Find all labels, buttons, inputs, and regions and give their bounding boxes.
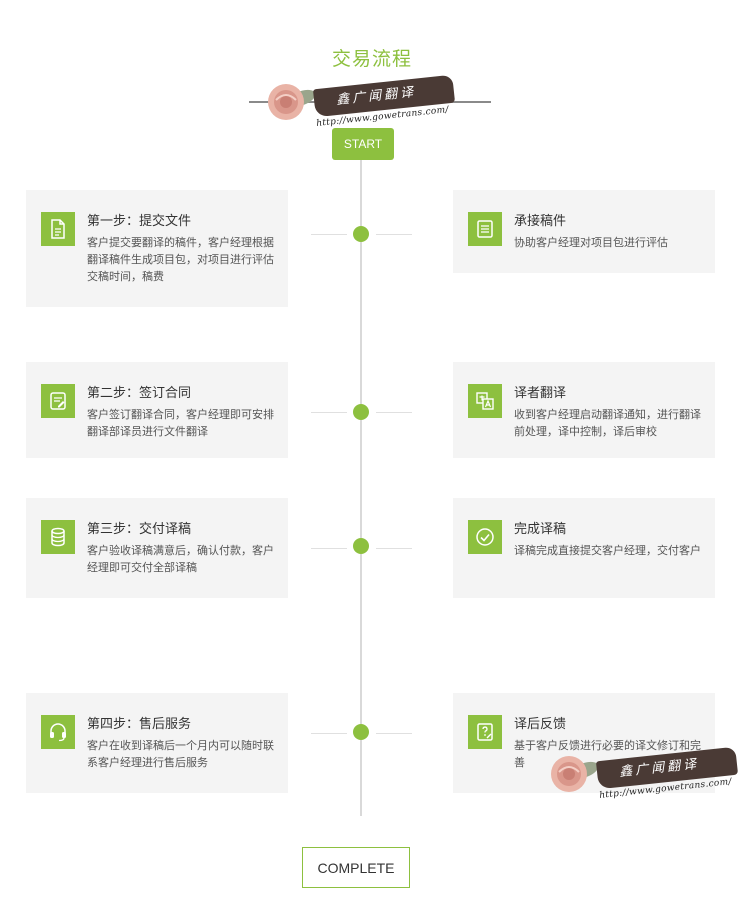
step-description: 客户签订翻译合同，客户经理即可安排翻译部译员进行文件翻译	[87, 408, 274, 438]
timeline-segment	[360, 242, 362, 404]
action-card-1: 承接稿件 协助客户经理对项目包进行评估	[453, 190, 715, 273]
action-title: 承接稿件	[514, 214, 567, 229]
timeline-segment	[360, 554, 362, 724]
check-circle-icon	[468, 520, 502, 554]
step-card-3: 第三步：交付译稿 客户验收译稿满意后，确认付款，客户经理即可交付全部译稿	[26, 498, 288, 598]
action-description: 译稿完成直接提交客户经理，交付客户	[514, 544, 701, 557]
action-title: 完成译稿	[514, 522, 567, 537]
timeline-node	[353, 404, 369, 420]
step-title: 第四步：售后服务	[87, 717, 192, 732]
timeline-node	[353, 226, 369, 242]
headset-icon	[41, 715, 75, 749]
action-description: 协助客户经理对项目包进行评估	[514, 236, 668, 249]
connector-line	[376, 412, 412, 413]
connector-line	[311, 234, 347, 235]
connector-line	[376, 234, 412, 235]
step-card-1: 第一步：提交文件 客户提交要翻译的稿件，客户经理根据翻译稿件生成项目包，对项目进…	[26, 190, 288, 307]
connector-line	[311, 733, 347, 734]
step-title: 第三步：交付译稿	[87, 522, 192, 537]
feedback-icon	[468, 715, 502, 749]
connector-line	[311, 412, 347, 413]
timeline-segment	[360, 420, 362, 538]
action-card-2: 译者翻译 收到客户经理启动翻译通知，进行翻译前处理，译中控制，译后审校	[453, 362, 715, 458]
action-title: 译者翻译	[514, 386, 567, 401]
rose-icon	[268, 84, 316, 120]
timeline-node	[353, 724, 369, 740]
step-card-2: 第二步：签订合同 客户签订翻译合同，客户经理即可安排翻译部译员进行文件翻译	[26, 362, 288, 458]
connector-line	[376, 548, 412, 549]
complete-marker: COMPLETE	[302, 847, 410, 888]
connector-line	[311, 548, 347, 549]
timeline-segment	[360, 740, 362, 816]
step-description: 客户验收译稿满意后，确认付款，客户经理即可交付全部译稿	[87, 544, 274, 574]
page-title: 交易流程	[331, 48, 412, 70]
translate-icon	[468, 384, 502, 418]
action-description: 收到客户经理启动翻译通知，进行翻译前处理，译中控制，译后审校	[514, 408, 701, 438]
step-card-4: 第四步：售后服务 客户在收到译稿后一个月内可以随时联系客户经理进行售后服务	[26, 693, 288, 793]
timeline-node	[353, 538, 369, 554]
watermark-logo: 鑫广闻翻译 http://www.gowetrans.com/	[262, 74, 462, 136]
watermark-logo: 鑫广闻翻译 http://www.gowetrans.com/	[545, 746, 744, 808]
list-document-icon	[468, 212, 502, 246]
action-card-3: 完成译稿 译稿完成直接提交客户经理，交付客户	[453, 498, 715, 598]
document-icon	[41, 212, 75, 246]
start-marker: START	[332, 128, 394, 160]
step-title: 第二步：签订合同	[87, 386, 192, 401]
action-description: 基于客户反馈进行必要的译文修订和完善	[514, 739, 701, 769]
connector-line	[376, 733, 412, 734]
step-title: 第一步：提交文件	[87, 214, 192, 229]
timeline-segment	[360, 160, 362, 226]
rose-icon	[551, 756, 599, 792]
coins-icon	[41, 520, 75, 554]
contract-icon	[41, 384, 75, 418]
step-description: 客户提交要翻译的稿件，客户经理根据翻译稿件生成项目包，对项目进行评估交稿时间，稿…	[87, 236, 274, 283]
action-title: 译后反馈	[514, 717, 567, 732]
step-description: 客户在收到译稿后一个月内可以随时联系客户经理进行售后服务	[87, 739, 274, 769]
